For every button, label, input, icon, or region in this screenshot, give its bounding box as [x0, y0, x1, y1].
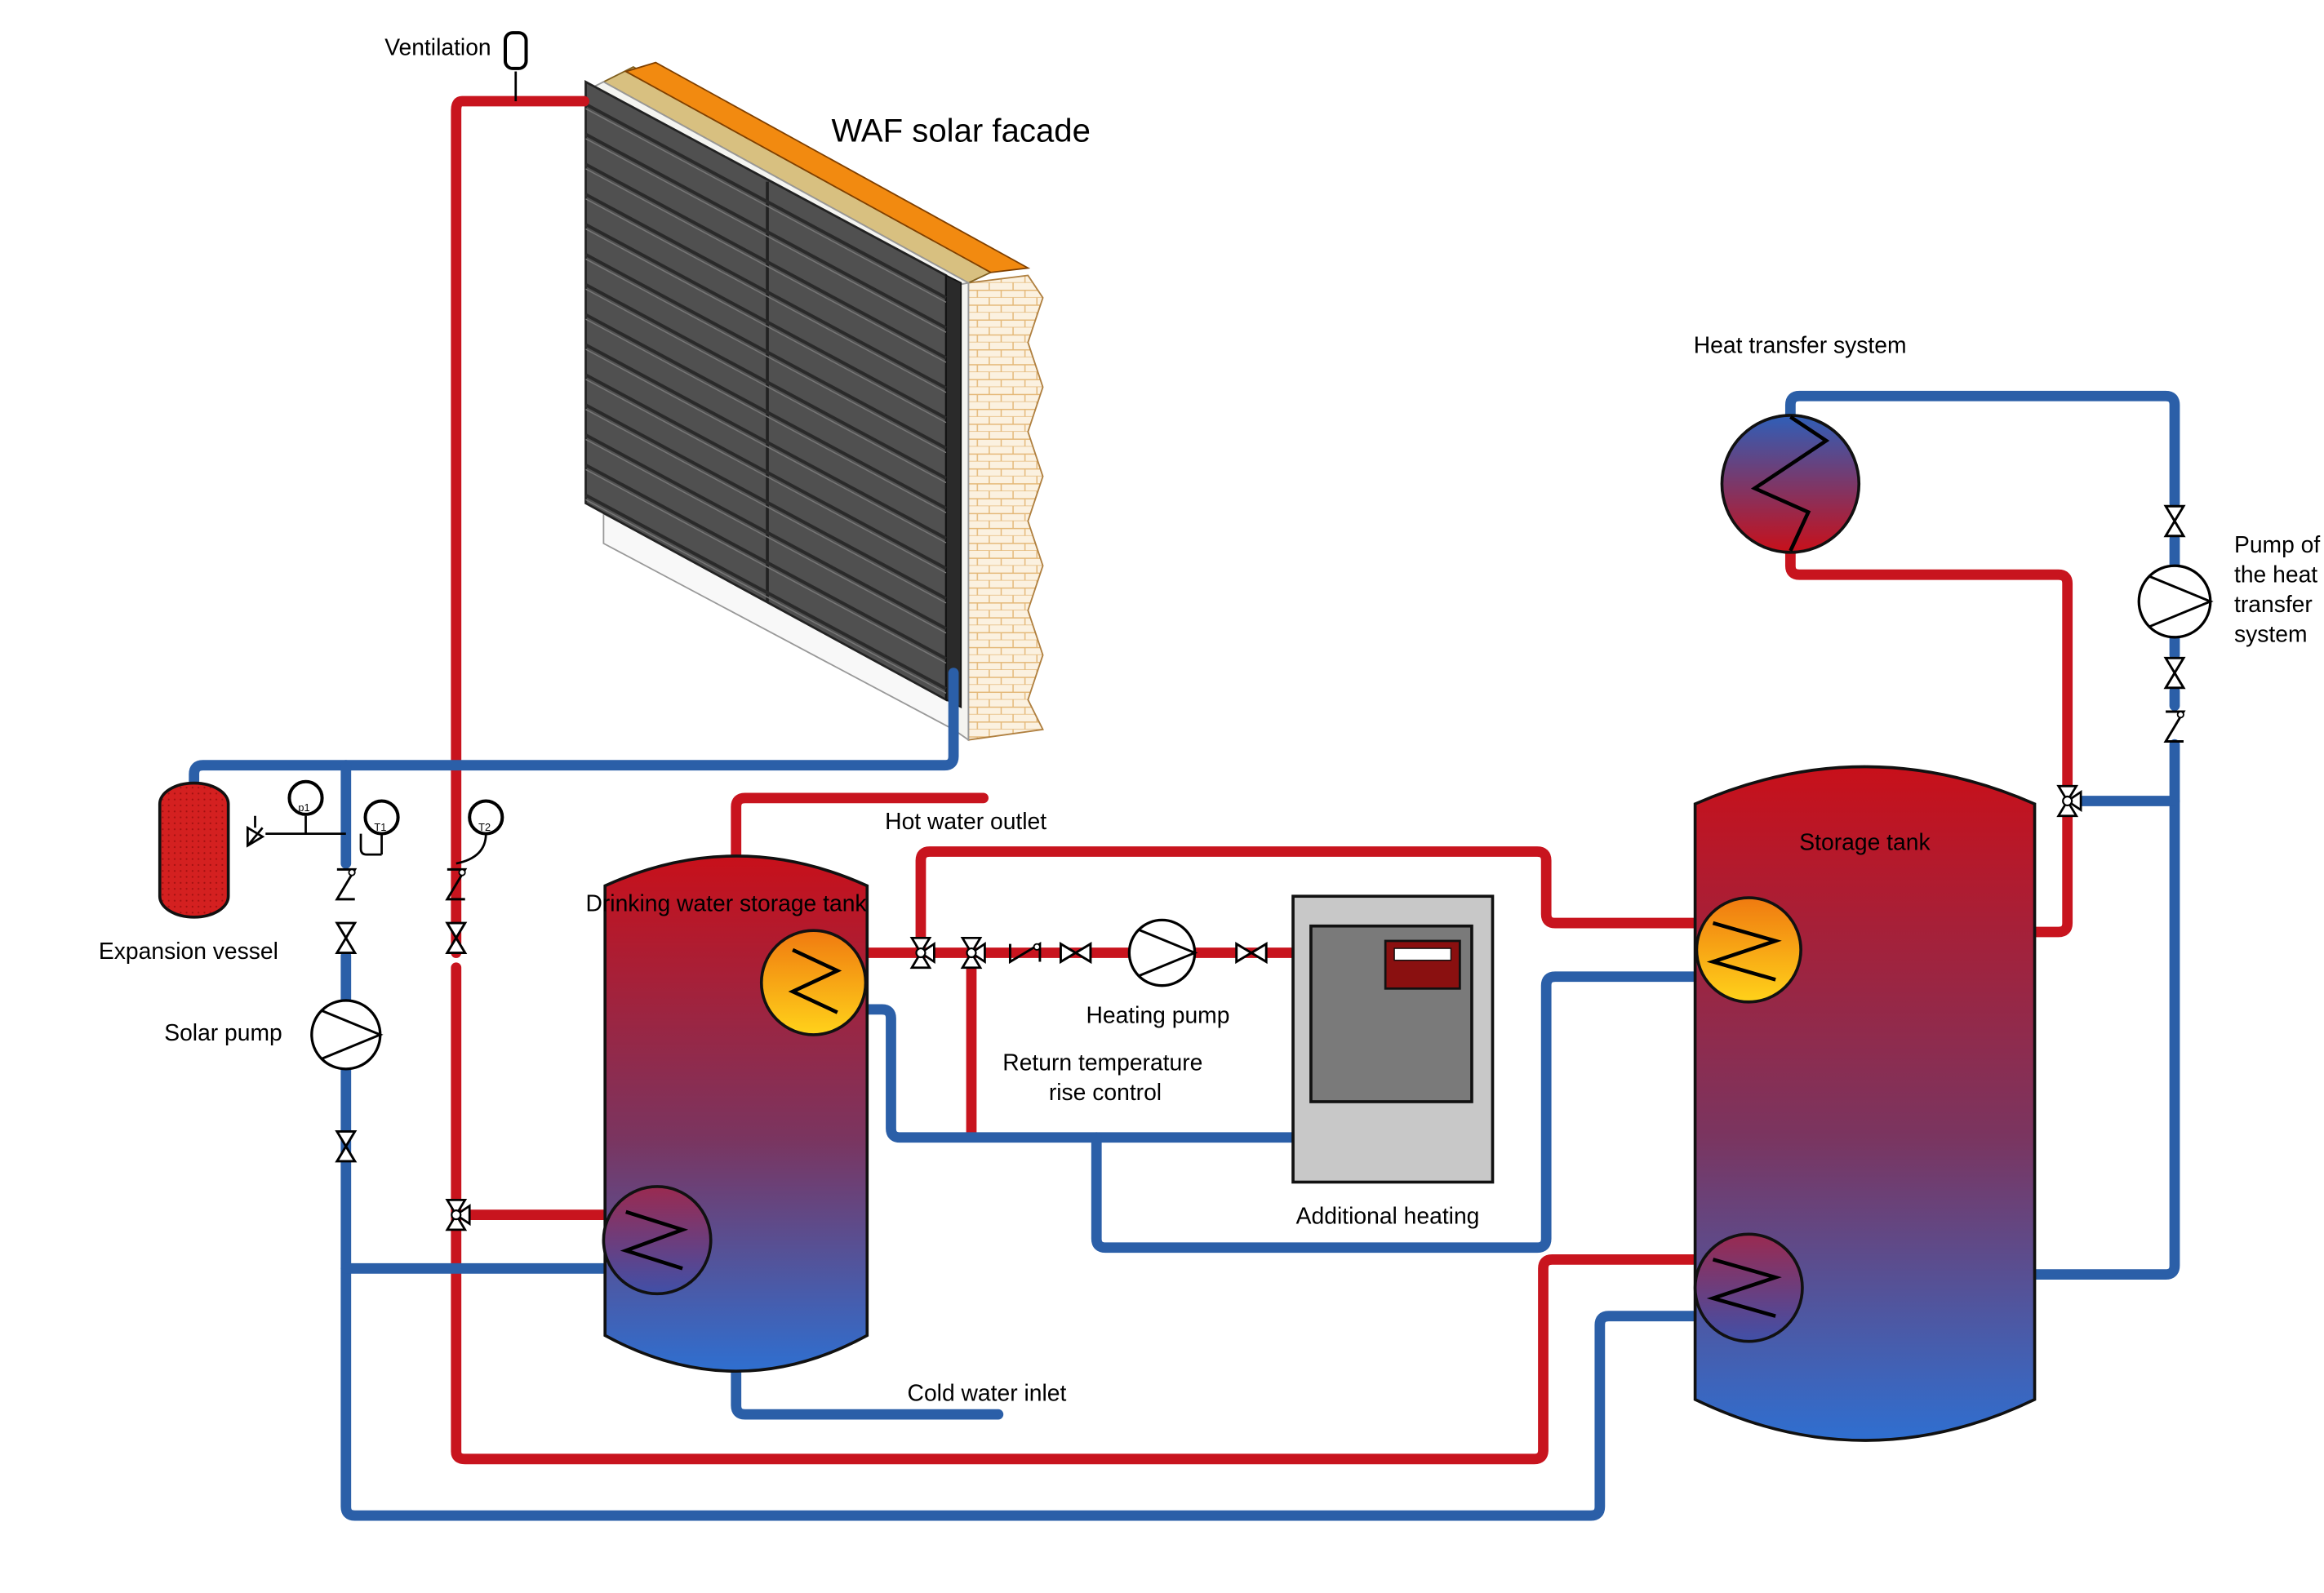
label-hot-water-outlet: Hot water outlet	[885, 808, 1046, 834]
ventilation-valve	[503, 31, 528, 70]
label-pump-heat-transfer-4: system	[2234, 620, 2308, 646]
label-heat-transfer-system: Heat transfer system	[1694, 331, 1907, 357]
collector-slats	[584, 102, 947, 694]
additional-heating-unit	[1291, 894, 1495, 1184]
label-drinking-water-tank: Drinking water storage tank	[585, 890, 867, 916]
label-pump-heat-transfer-1: Pump of	[2234, 531, 2320, 557]
pipes	[189, 71, 2180, 1521]
label-pump-heat-transfer-2: the heat	[2234, 561, 2317, 587]
label-return-temperature-1: Return temperature	[1002, 1049, 1202, 1076]
heating-pump	[1127, 918, 1198, 987]
valve-ht-lower	[2163, 656, 2186, 690]
solar-facade	[584, 61, 1044, 742]
three-way-valve-heating	[909, 936, 935, 970]
label-cold-water-inlet: Cold water inlet	[908, 1380, 1067, 1406]
solar-pump	[310, 999, 384, 1071]
label-ventilation: Ventilation	[384, 33, 491, 60]
label-expansion-vessel: Expansion vessel	[99, 938, 278, 964]
coil-drinking-lower	[602, 1185, 713, 1296]
three-way-valve-ht	[2056, 784, 2082, 818]
coil-storage-upper	[1695, 896, 1802, 1004]
check-valve-ht	[2163, 710, 2186, 743]
coil-drinking-upper	[759, 929, 868, 1036]
check-valve-riser	[445, 867, 468, 901]
valve-solar-lower	[335, 1130, 358, 1163]
label-additional-heating: Additional heating	[1296, 1203, 1480, 1229]
label-heating-pump: Heating pump	[1086, 1001, 1229, 1027]
valve-riser	[445, 921, 468, 955]
fittings	[310, 504, 2214, 1231]
label-solar-pump: Solar pump	[164, 1019, 282, 1045]
label-return-temperature-2: rise control	[1049, 1079, 1162, 1105]
valve-solar-upper	[335, 921, 358, 955]
label-waf-solar-facade: WAF solar facade	[832, 112, 1091, 149]
label-p1: p1	[298, 801, 309, 814]
check-valve-heating	[1008, 942, 1042, 965]
return-temperature-valve	[960, 936, 986, 970]
label-storage-tank: Storage tank	[1799, 829, 1931, 855]
check-valve-solar	[335, 867, 358, 901]
three-way-valve-solar	[445, 1199, 471, 1231]
valve-heating-2	[1235, 942, 1268, 965]
valve-heating-1	[1059, 942, 1092, 965]
pump-heat-transfer	[2137, 564, 2214, 639]
coil-storage-lower	[1693, 1232, 1804, 1343]
heat-transfer-exchanger	[1720, 414, 1861, 554]
label-pump-heat-transfer-3: transfer	[2234, 591, 2313, 617]
valve-ht-upper	[2163, 504, 2186, 538]
expansion-vessel	[158, 781, 230, 919]
label-t1: T1	[374, 821, 386, 833]
label-t2: T2	[478, 821, 491, 833]
safety-group	[247, 779, 504, 865]
